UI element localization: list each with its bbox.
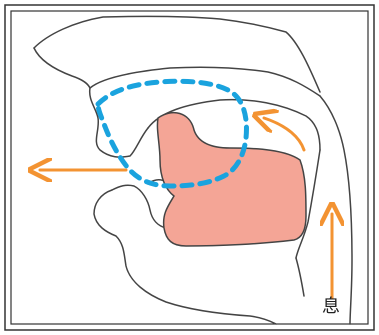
breath-label: 息 — [322, 296, 340, 317]
